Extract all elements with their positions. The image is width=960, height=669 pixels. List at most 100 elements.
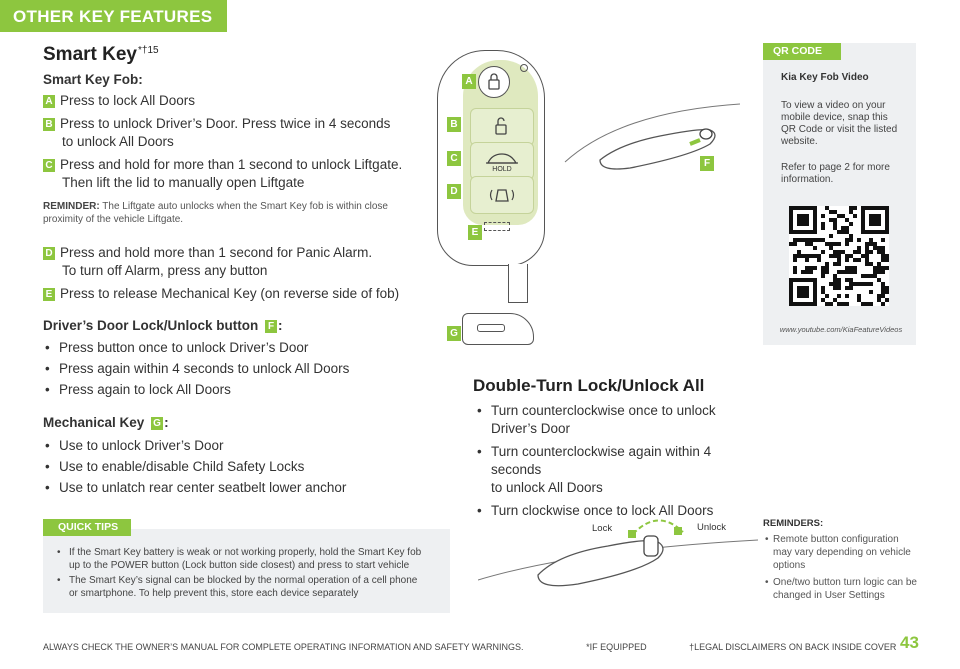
fob-item-text: Press to unlock Driver’s Door. Press twi… (60, 116, 391, 131)
reminders-list: Remote button configuration may vary depe… (763, 533, 923, 602)
fob-label-b: B (447, 117, 461, 132)
footer-if-equipped: *IF EQUIPPED (586, 642, 647, 652)
double-turn-bullet-line: to unlock All Doors (491, 480, 603, 495)
reminder-item: Remote button configuration may vary depe… (763, 533, 923, 572)
title-superscript: *†15 (138, 44, 159, 56)
double-turn-bullet-line: Turn counterclockwise again within 4 sec… (491, 444, 712, 477)
fob-item-badge: D (43, 247, 55, 260)
door-bullet: Press button once to unlock Driver’s Doo… (43, 339, 403, 357)
quick-tips-list: If the Smart Key battery is weak or not … (55, 546, 445, 600)
fob-item-badge: C (43, 159, 55, 172)
qr-text: To view a video on your mobile device, s… (781, 100, 898, 147)
qr-code-tab: QR CODE (763, 43, 841, 60)
reminder-item: One/two button turn logic can be changed … (763, 576, 923, 602)
qr-refer-text: Refer to page 2 for more information. (781, 162, 890, 185)
footer: ALWAYS CHECK THE OWNER’S MANUAL FOR COMP… (43, 642, 896, 652)
fob-label-a: A (462, 74, 476, 89)
fob-items-list-2: D Press and hold more than 1 second for P… (43, 244, 403, 308)
fob-item-badge: E (43, 288, 55, 301)
door-handle-illustration (564, 103, 740, 170)
page-number: 43 (900, 633, 919, 652)
door-bullet: Press again to lock All Doors (43, 381, 403, 399)
double-turn-bullet: Turn counterclockwise again within 4 sec… (475, 443, 765, 497)
reminder-line: may vary depending on vehicle (773, 547, 911, 558)
reminder-note: REMINDER: The Liftgate auto unlocks when… (43, 200, 403, 226)
footer-warning: ALWAYS CHECK THE OWNER’S MANUAL FOR COMP… (43, 642, 524, 652)
door-badge: F (265, 320, 278, 333)
fob-heading: Smart Key Fob: (43, 72, 143, 87)
qr-url[interactable]: www.youtube.com/KiaFeatureVideos (779, 325, 903, 334)
quick-tip-item: The Smart Key’s signal can be blocked by… (55, 574, 445, 600)
reminder-label: REMINDER: (43, 201, 100, 212)
reminder-line: changed in User Settings (773, 590, 885, 601)
unlock-button-icon (470, 108, 534, 146)
double-turn-bullet: Turn counterclockwise once to unlockDriv… (475, 402, 765, 438)
page-title: Smart Key*†15 (43, 44, 159, 66)
fob-led-icon (520, 64, 528, 72)
mech-heading: Mechanical Key G: (43, 415, 169, 430)
reminder-text: The Liftgate auto unlocks when the Smart… (99, 201, 388, 212)
door-bullets: Press button once to unlock Driver’s Doo… (43, 339, 403, 399)
panic-button-icon (470, 176, 534, 214)
double-turn-bullet-line: Turn counterclockwise once to unlock (491, 403, 716, 418)
qr-code-image (789, 206, 889, 306)
double-turn-bullets: Turn counterclockwise once to unlockDriv… (475, 402, 765, 520)
lock-button-icon (478, 66, 510, 98)
reminder-line: Remote button configuration (773, 534, 899, 545)
mechanical-key-head (462, 313, 534, 345)
door-bullet: Press again within 4 seconds to unlock A… (43, 360, 403, 378)
reminders-heading: REMINDERS: (763, 518, 824, 529)
quick-tip-line: or smartphone. To help prevent this, sto… (69, 588, 359, 599)
qr-title: Kia Key Fob Video (781, 72, 869, 83)
fob-item-text: Then lift the lid to manually open Liftg… (62, 175, 305, 190)
reminder-line: options (773, 560, 806, 571)
mech-heading-text: Mechanical Key (43, 415, 145, 430)
fob-item-text: Press to release Mechanical Key (on reve… (60, 286, 400, 301)
fob-item-text: Press to lock All Doors (60, 93, 196, 108)
double-turn-bullet-line: Turn clockwise once to lock All Doors (491, 503, 714, 518)
fob-label-c: C (447, 151, 461, 166)
title-text: Smart Key (43, 44, 137, 65)
mech-bullet: Use to unlatch rear center seatbelt lowe… (43, 479, 403, 497)
key-head-slot-icon (477, 324, 505, 332)
liftgate-button-icon: HOLD (470, 142, 534, 180)
quick-tip-line: up to the POWER button (Lock button side… (69, 560, 410, 571)
quick-tip-item: If the Smart Key battery is weak or not … (55, 546, 445, 572)
hold-text: HOLD (492, 166, 512, 173)
lock-label: Lock (592, 523, 613, 534)
fob-item-text: to unlock All Doors (62, 134, 174, 149)
double-turn-title: Double-Turn Lock/Unlock All (473, 376, 705, 395)
quick-tip-line: If the Smart Key battery is weak or not … (69, 547, 422, 558)
fob-item: E Press to release Mechanical Key (on rev… (43, 285, 403, 303)
door-heading: Driver’s Door Lock/Unlock button F: (43, 318, 283, 333)
mech-bullet: Use to enable/disable Child Safety Locks (43, 458, 403, 476)
reminder-text-2: proximity of the vehicle Liftgate. (43, 214, 184, 225)
fob-item-badge: B (43, 118, 55, 131)
quick-tip-line: The Smart Key’s signal can be blocked by… (69, 575, 418, 586)
mechanical-key-blade (508, 264, 528, 303)
double-turn-bullet: Turn clockwise once to lock All Doors (475, 502, 765, 520)
fob-label-d: D (447, 184, 461, 199)
mech-bullet: Use to unlock Driver’s Door (43, 437, 403, 455)
fob-label-f: F (700, 156, 714, 171)
fob-item-text: Press and hold more than 1 second for Pa… (60, 245, 373, 260)
mech-bullets: Use to unlock Driver’s Door Use to enabl… (43, 437, 403, 497)
quick-tips-tab: QUICK TIPS (43, 519, 131, 536)
unlock-label: Unlock (697, 522, 727, 533)
mech-badge: G (151, 417, 164, 430)
release-button-icon (484, 222, 510, 231)
double-turn-illustration (478, 519, 758, 587)
double-turn-bullet-line: Driver’s Door (491, 421, 571, 436)
fob-item: B Press to unlock Driver’s Door. Press tw… (43, 115, 403, 151)
fob-item-text: Press and hold for more than 1 second to… (60, 157, 403, 172)
fob-label-g: G (447, 326, 461, 341)
fob-item: D Press and hold more than 1 second for P… (43, 244, 403, 280)
fob-item-text: To turn off Alarm, press any button (62, 263, 268, 278)
fob-item: C Press and hold for more than 1 second t… (43, 156, 403, 192)
door-heading-text: Driver’s Door Lock/Unlock button (43, 318, 259, 333)
fob-label-e: E (468, 225, 482, 240)
section-tab: OTHER KEY FEATURES (0, 0, 227, 32)
reminder-line: One/two button turn logic can be (773, 577, 917, 588)
footer-disclaimers: †LEGAL DISCLAIMERS ON BACK INSIDE COVER (689, 642, 897, 652)
